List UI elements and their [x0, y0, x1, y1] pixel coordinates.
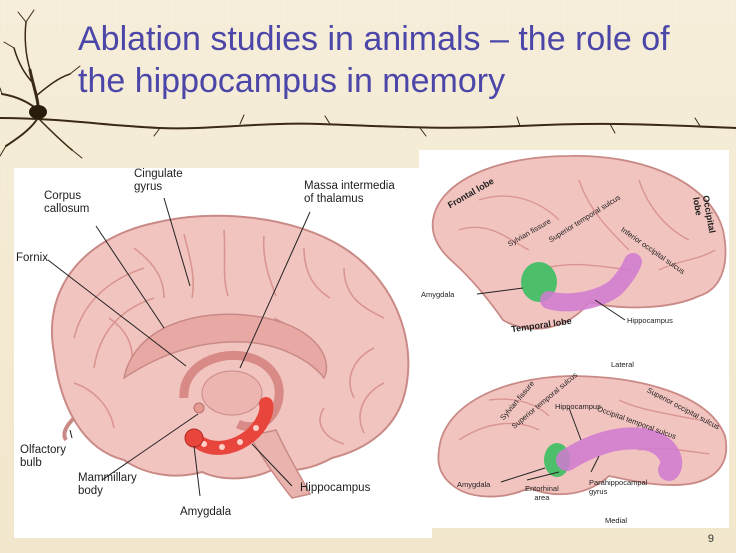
lateral-medial-figure: Frontal lobe Occipital lobe Sylvian fiss… — [419, 150, 729, 528]
title-line-1: Ablation studies in animals – the role o… — [78, 18, 728, 60]
label-fornix: Fornix — [16, 252, 48, 265]
label-mammillary-2: body — [78, 485, 137, 498]
label-mammillary-1: Mammillary — [78, 472, 137, 485]
label-hippocampus-bottom: Hippocampus — [555, 402, 601, 411]
label-amygdala-top: Amygdala — [421, 290, 454, 299]
label-amygdala-bottom: Amygdala — [457, 480, 490, 489]
label-cingulate-1: Cingulate — [134, 168, 183, 181]
label-amygdala-left: Amygdala — [180, 506, 231, 519]
label-olfactory-2: bulb — [20, 457, 66, 470]
label-olfactory-bulb: Olfactory bulb — [20, 444, 66, 470]
label-parahippocampal-2: gyrus — [589, 487, 647, 496]
label-entorhinal-1: Entorhinal — [525, 484, 559, 493]
label-corpus-2: callosum — [44, 203, 89, 216]
label-corpus-callosum: Corpus callosum — [44, 190, 89, 216]
lateral-medial-drawing — [419, 150, 729, 528]
label-mammillary-body: Mammillary body — [78, 472, 137, 498]
title-line-2: the hippocampus in memory — [78, 60, 728, 102]
label-corpus-1: Corpus — [44, 190, 89, 203]
label-cingulate: Cingulate gyrus — [134, 168, 183, 194]
label-olfactory-1: Olfactory — [20, 444, 66, 457]
label-parahippocampal-1: Parahippocampal — [589, 478, 647, 487]
label-massa-2: of thalamus — [304, 193, 395, 206]
label-entorhinal-2: area — [525, 493, 559, 502]
sagittal-brain-figure: Cingulate gyrus Corpus callosum Massa in… — [14, 168, 432, 538]
label-medial: Medial — [605, 516, 627, 525]
label-massa-intermedia: Massa intermedia of thalamus — [304, 180, 395, 206]
label-hippocampus-left: Hippocampus — [300, 482, 370, 495]
label-entorhinal-area: Entorhinal area — [525, 484, 559, 502]
page-number: 9 — [708, 533, 714, 545]
label-hippocampus-top: Hippocampus — [627, 316, 673, 325]
label-cingulate-2: gyrus — [134, 181, 183, 194]
label-lateral: Lateral — [611, 360, 634, 369]
slide-title: Ablation studies in animals – the role o… — [78, 18, 728, 102]
label-parahippocampal-gyrus: Parahippocampal gyrus — [589, 478, 647, 496]
label-massa-1: Massa intermedia — [304, 180, 395, 193]
